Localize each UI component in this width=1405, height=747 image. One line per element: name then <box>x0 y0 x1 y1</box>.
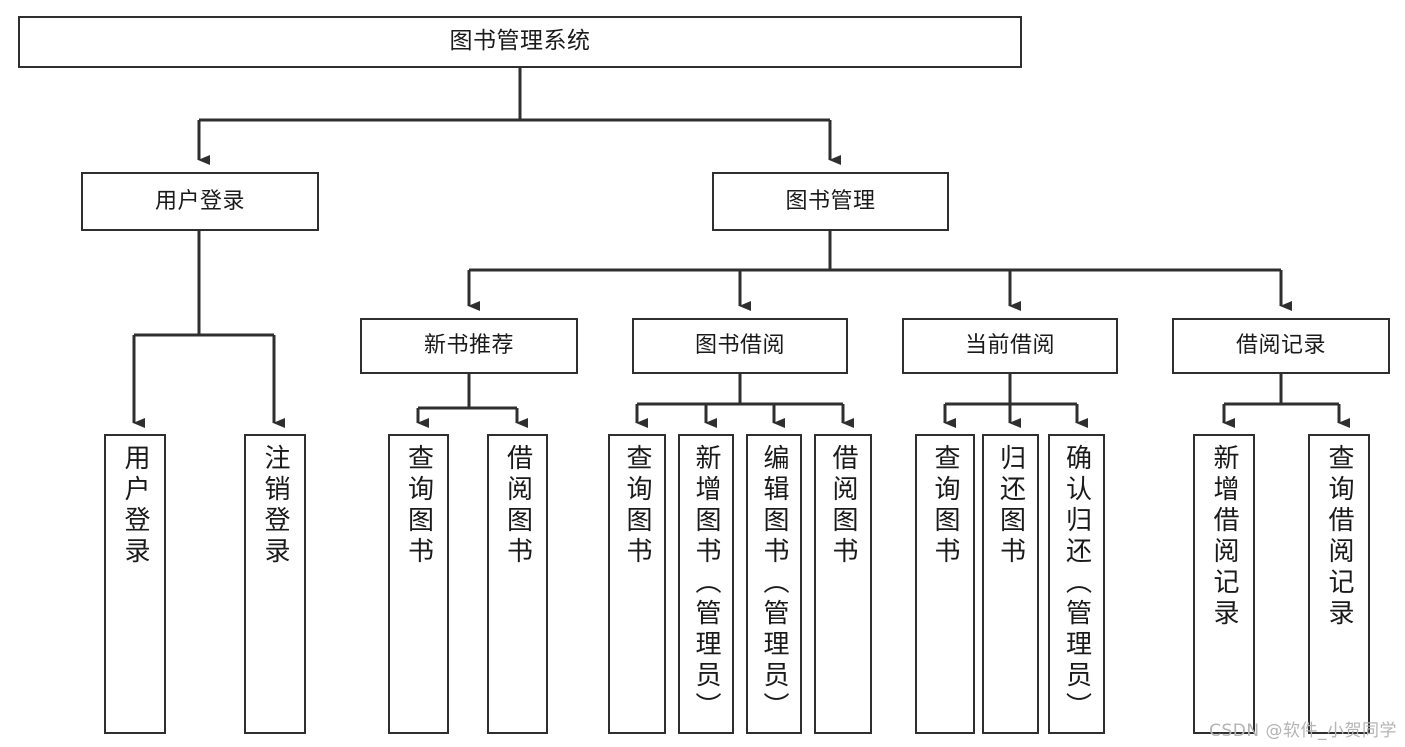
leaf-borrow-edit-book-label: 编辑图书（管理员） <box>759 444 789 723</box>
node-current-borrow-label: 当前借阅 <box>964 333 1055 359</box>
leaf-borrow-lend-book[interactable]: 借阅图书 <box>814 434 872 734</box>
leaf-rec-add-record-label: 新增借阅记录 <box>1209 444 1239 630</box>
node-borrow-record[interactable]: 借阅记录 <box>1172 318 1390 374</box>
node-user-login-label: 用户登录 <box>154 188 245 214</box>
leaf-borrow-query-book[interactable]: 查询图书 <box>608 434 666 734</box>
leaf-user-logout-label: 注销登录 <box>260 444 290 568</box>
leaf-cur-return-book-label: 归还图书 <box>995 444 1026 568</box>
leaf-rec-query-record-label: 查询借阅记录 <box>1324 444 1354 630</box>
csdn-watermark: CSDN @软件_小贺同学 <box>1209 721 1397 741</box>
leaf-rec-query-book-label: 查询图书 <box>403 444 434 568</box>
leaf-borrow-edit-book[interactable]: 编辑图书（管理员） <box>746 434 802 734</box>
leaf-cur-query-book[interactable]: 查询图书 <box>915 434 975 734</box>
leaf-borrow-add-book-label: 新增图书（管理员） <box>691 444 721 723</box>
node-current-borrow[interactable]: 当前借阅 <box>902 318 1118 374</box>
leaf-rec-query-book[interactable]: 查询图书 <box>388 434 449 734</box>
node-book-borrow[interactable]: 图书借阅 <box>632 318 848 374</box>
leaf-cur-query-book-label: 查询图书 <box>930 444 960 568</box>
leaf-user-login[interactable]: 用户登录 <box>104 434 166 734</box>
node-book-manage[interactable]: 图书管理 <box>712 172 949 231</box>
leaf-rec-add-record[interactable]: 新增借阅记录 <box>1193 434 1255 734</box>
leaf-rec-borrow-book[interactable]: 借阅图书 <box>487 434 548 734</box>
leaf-cur-return-book[interactable]: 归还图书 <box>982 434 1039 734</box>
node-root[interactable]: 图书管理系统 <box>18 16 1022 68</box>
leaf-cur-confirm-return[interactable]: 确认归还（管理员） <box>1048 434 1105 734</box>
leaf-borrow-lend-book-label: 借阅图书 <box>828 444 858 568</box>
node-book-manage-label: 图书管理 <box>785 188 876 214</box>
leaf-rec-borrow-book-label: 借阅图书 <box>502 444 533 568</box>
leaf-user-login-label: 用户登录 <box>120 444 150 568</box>
leaf-rec-query-record[interactable]: 查询借阅记录 <box>1308 434 1370 734</box>
node-new-book-recommend[interactable]: 新书推荐 <box>360 318 578 374</box>
node-user-login[interactable]: 用户登录 <box>81 172 319 231</box>
node-book-borrow-label: 图书借阅 <box>694 333 785 359</box>
node-new-book-recommend-label: 新书推荐 <box>423 333 514 359</box>
node-borrow-record-label: 借阅记录 <box>1235 333 1326 359</box>
leaf-cur-confirm-return-label: 确认归还（管理员） <box>1061 444 1092 723</box>
leaf-user-logout[interactable]: 注销登录 <box>244 434 306 734</box>
leaf-borrow-add-book[interactable]: 新增图书（管理员） <box>678 434 734 734</box>
leaf-borrow-query-book-label: 查询图书 <box>622 444 652 568</box>
node-root-label: 图书管理系统 <box>449 28 591 55</box>
